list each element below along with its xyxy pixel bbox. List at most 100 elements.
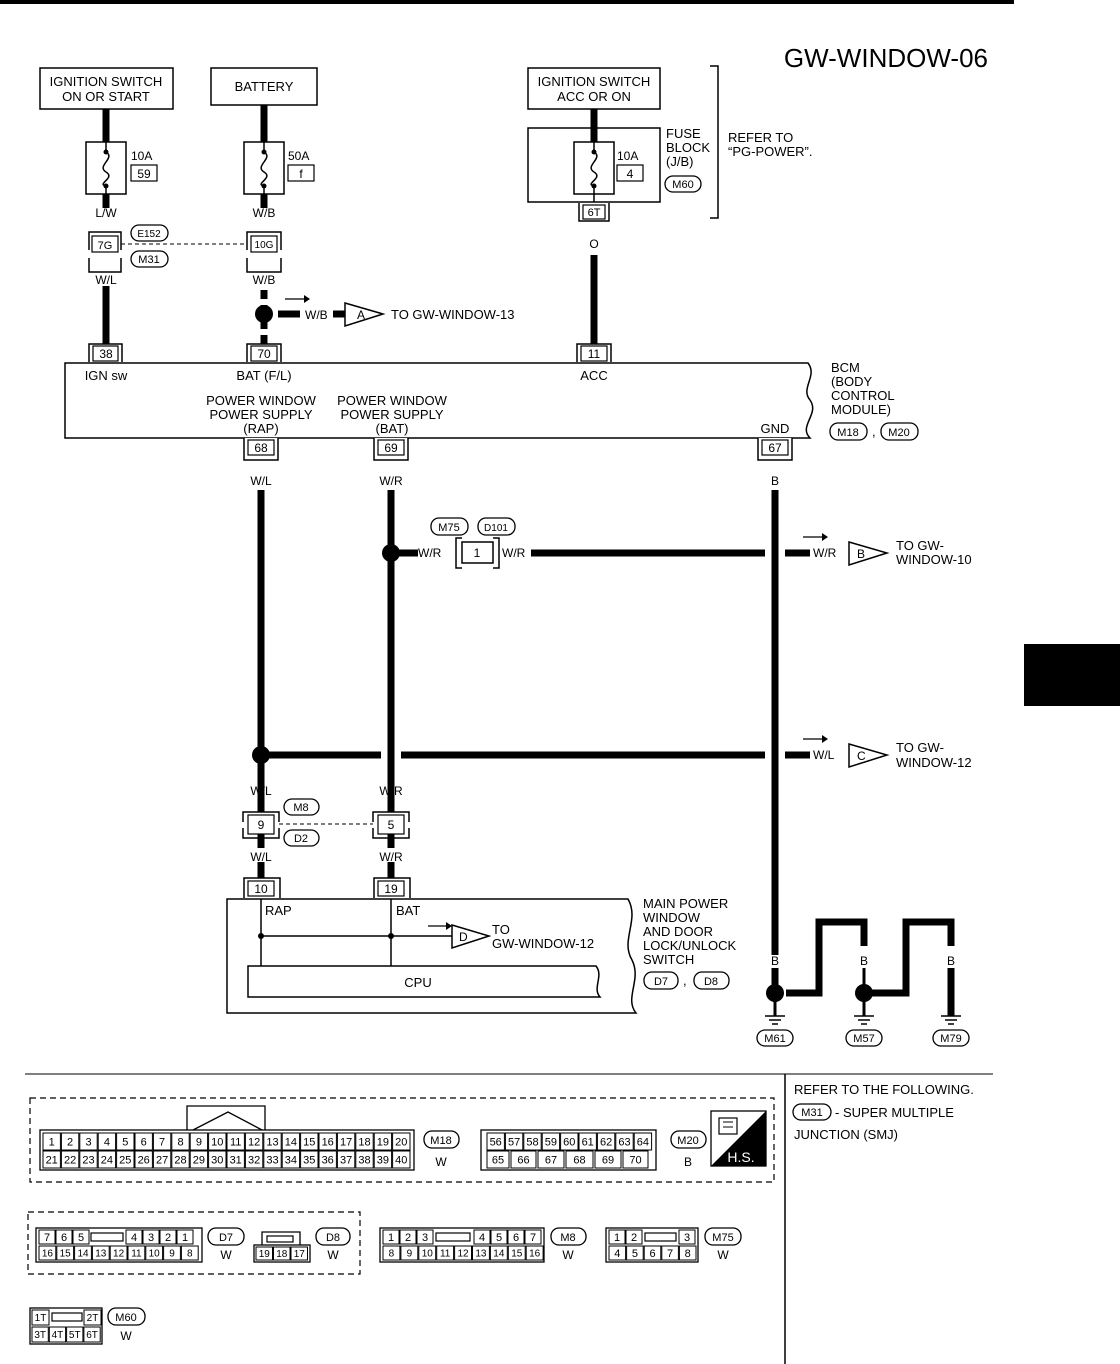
pin-cell (382, 1229, 400, 1245)
connector-badge: M20 (677, 1135, 698, 1147)
off-page-link-text[interactable]: TO GW- (896, 538, 944, 553)
pin-number: 12 (113, 1249, 125, 1260)
off-page-letter: A (357, 308, 365, 322)
pin-cell (97, 1132, 117, 1151)
off-page-link-text[interactable]: TO (492, 922, 510, 937)
off-page-arrow-c[interactable]: C (848, 743, 890, 769)
pin-cell (263, 1132, 282, 1151)
pin-cell (382, 1245, 401, 1261)
off-page-arrow-a[interactable]: A (344, 302, 386, 328)
ground-connector-badge: M57 (853, 1033, 874, 1045)
joint-connector-m75-d101: 1 M75 D101 (430, 517, 516, 569)
pin-cell (336, 1150, 356, 1169)
page-title: GW-WINDOW-06 (784, 43, 988, 73)
pin-number: 9 (196, 1136, 202, 1148)
splice-dot (382, 544, 400, 562)
pin-number: 25 (119, 1154, 131, 1166)
pin-number: 4 (614, 1248, 620, 1260)
pin-cell (79, 1132, 98, 1151)
hs-label: H.S. (727, 1149, 754, 1165)
pin-number: 18 (358, 1136, 370, 1148)
off-page-link-text[interactable]: GW-WINDOW-12 (492, 936, 594, 951)
pin-number: 9 (407, 1249, 413, 1260)
pin-cell (116, 1132, 135, 1151)
pin-number: 20 (395, 1136, 407, 1148)
pin-number: 8 (177, 1136, 183, 1148)
pin-cell (418, 1245, 437, 1261)
pin-number: 9 (169, 1249, 175, 1260)
pin-cell (189, 1132, 209, 1151)
pin-number: 1 (182, 1232, 188, 1244)
pin-number: 4T (52, 1330, 64, 1341)
pin-number: 3 (148, 1232, 154, 1244)
pin-cell (244, 1132, 264, 1151)
pin-number: 27 (156, 1154, 168, 1166)
pin-label: 70 (257, 347, 271, 361)
off-page-link-text[interactable]: WINDOW-10 (896, 552, 972, 567)
off-page-arrow-d[interactable]: D (451, 923, 492, 950)
mps-name: LOCK/UNLOCK (643, 938, 737, 953)
pin-number: 31 (230, 1154, 242, 1166)
connector-badge: D2 (294, 833, 308, 845)
off-page-letter: C (857, 749, 866, 763)
pin-number: 13 (266, 1136, 278, 1148)
connector-color: W (435, 1155, 447, 1169)
wire-color-label: W/L (250, 850, 272, 864)
pin-cell (72, 1229, 90, 1245)
pin-number: 66 (517, 1154, 529, 1166)
bcm-name: MODULE) (831, 402, 891, 417)
wire-color-label: O (589, 237, 598, 251)
pin-label: 9 (258, 818, 265, 832)
pin-cell (507, 1245, 526, 1261)
hs-harness-side-badge: H.S. (710, 1110, 767, 1167)
pin-cell (125, 1229, 143, 1245)
pin-cell (42, 1132, 61, 1151)
bcm-name: BCM (831, 360, 860, 375)
off-page-link-text[interactable]: WINDOW-12 (896, 755, 972, 770)
pin-cell (416, 1229, 434, 1245)
pin-label: 1 (474, 546, 481, 560)
connector-badge: M31 (801, 1107, 822, 1119)
pin-number: 14 (285, 1136, 297, 1148)
bcm-terminal-label: IGN sw (85, 368, 128, 383)
pin-cell (226, 1132, 245, 1151)
connector-badge: M18 (430, 1135, 451, 1147)
source-label: IGNITION SWITCH (50, 74, 163, 89)
ground-m57: M57 (845, 968, 883, 1047)
pin-number: 70 (629, 1154, 641, 1166)
pin-cell (60, 1132, 80, 1151)
pin-number: 5 (632, 1248, 638, 1260)
pin-number: 10 (211, 1136, 223, 1148)
off-page-arrow-b[interactable]: B (848, 541, 890, 567)
bcm-terminal-label: POWER WINDOW (206, 393, 316, 408)
off-page-link-text[interactable]: TO GW-WINDOW-13 (391, 307, 515, 322)
pin-cell (594, 1150, 622, 1169)
pin-cell (578, 1132, 597, 1151)
pin-number: 12 (457, 1249, 469, 1260)
ground-m79: M79 (932, 1015, 970, 1047)
off-page-link-text[interactable]: TO GW- (896, 740, 944, 755)
pin-cell (83, 1309, 102, 1326)
bcm-terminal-label: ACC (580, 368, 607, 383)
pin-label: 11 (588, 347, 601, 361)
mps-terminal-label: RAP (265, 903, 292, 918)
bcm-module: 38 70 11 IGN sw BAT (F/L) ACC POWER WIND… (64, 343, 919, 461)
mps-name: MAIN POWER (643, 896, 728, 911)
wire-color-label: W/L (250, 474, 272, 488)
pin-number: 17 (340, 1136, 352, 1148)
pin-cell (189, 1150, 209, 1169)
wire (786, 918, 868, 997)
pin-cell (152, 1150, 172, 1169)
pin-cell (596, 1132, 616, 1151)
pin-cell (523, 1132, 542, 1151)
legend-group-outline (27, 1211, 361, 1275)
fuse-block-label: FUSE (666, 126, 701, 141)
fuse-amp-label: 50A (288, 149, 309, 163)
fuse-50a-f: 50A f (243, 141, 315, 195)
pin-number: 15 (60, 1249, 72, 1260)
pin-number: 30 (211, 1154, 223, 1166)
ground-m61: M61 (756, 984, 794, 1047)
bcm-terminal-label: (RAP) (243, 421, 278, 436)
splice-dot (255, 305, 273, 323)
